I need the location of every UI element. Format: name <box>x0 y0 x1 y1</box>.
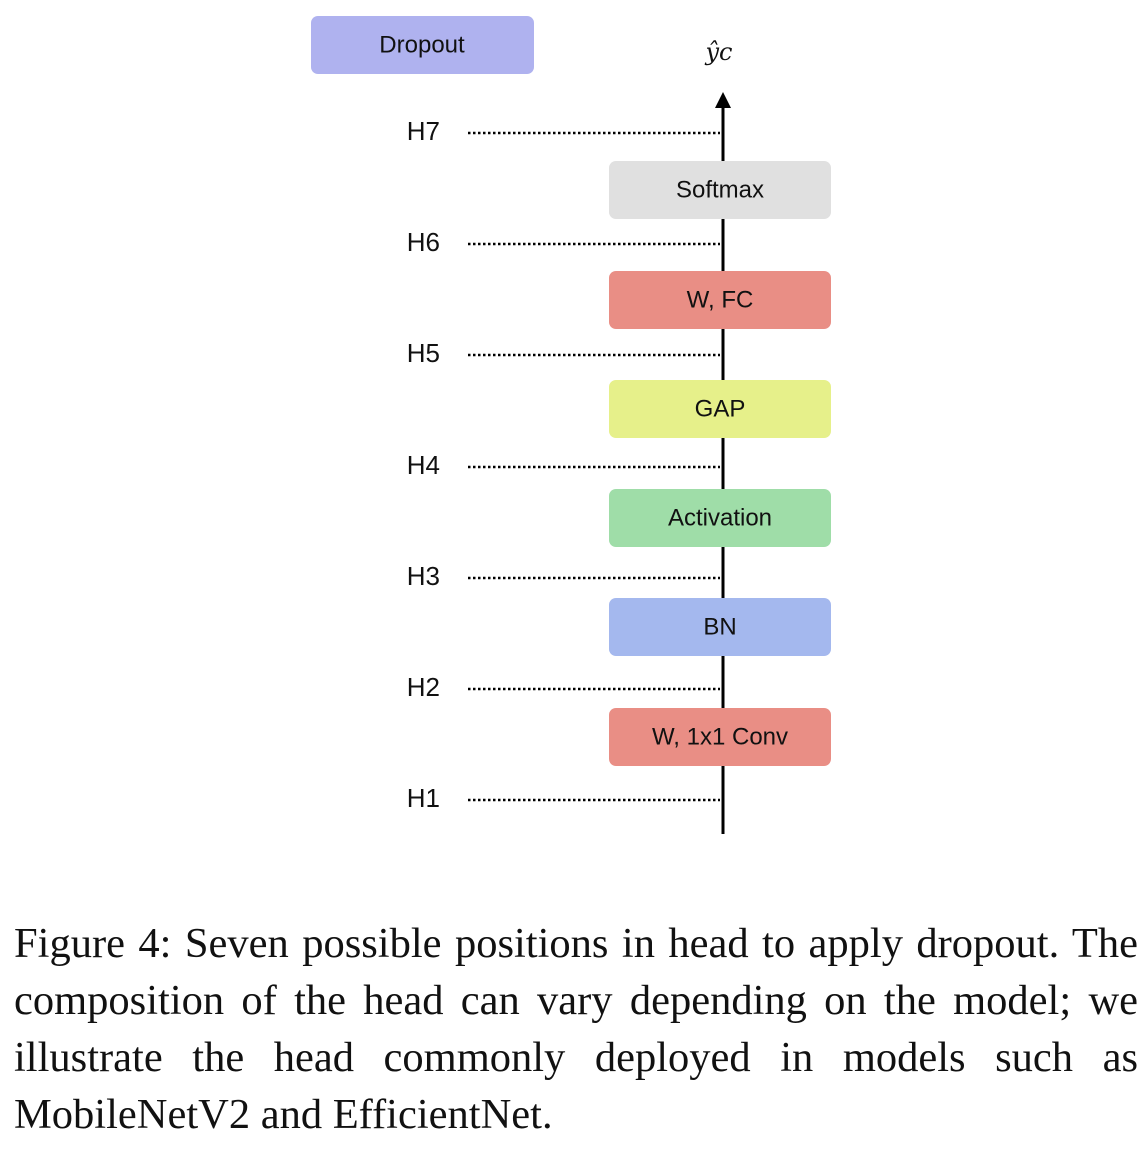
layer-bn-label: BN <box>703 613 736 640</box>
position-h5: H5 <box>407 338 720 368</box>
layer-fc-box <box>609 271 831 329</box>
layer-softmax-box <box>609 161 831 219</box>
layer-activation-box <box>609 489 831 547</box>
layer-conv: W, 1x1 Conv <box>609 708 831 766</box>
position-h3: H3 <box>407 561 720 591</box>
dropout-positions-diagram: Dropout ŷc H7 H6 H5 H4 H3 H2 <box>311 16 831 834</box>
layer-softmax-label: Softmax <box>676 176 764 203</box>
position-label-h2: H2 <box>407 672 440 702</box>
layer-fc-label: W, FC <box>687 286 754 313</box>
position-label-h4: H4 <box>407 450 440 480</box>
layer-conv-box <box>609 708 831 766</box>
layer-gap: GAP <box>609 380 831 438</box>
layer-activation: Activation <box>609 489 831 547</box>
figure-caption: Figure 4: Seven possible positions in he… <box>14 920 1138 1138</box>
dropout-legend: Dropout <box>311 16 534 74</box>
position-h6: H6 <box>407 227 720 257</box>
layer-bn-box <box>609 598 831 656</box>
layer-activation-label: Activation <box>668 504 772 531</box>
position-h1: H1 <box>407 783 720 813</box>
arrowhead-icon <box>715 92 731 108</box>
position-label-h1: H1 <box>407 783 440 813</box>
head-layers: Softmax W, FC GAP Activation BN W, 1x1 C… <box>609 161 831 766</box>
position-h7: H7 <box>407 116 720 146</box>
output-label: ŷc <box>705 38 733 66</box>
layer-fc: W, FC <box>609 271 831 329</box>
position-label-h6: H6 <box>407 227 440 257</box>
position-label-h7: H7 <box>407 116 440 146</box>
layer-gap-box <box>609 380 831 438</box>
dropout-legend-box <box>311 16 534 74</box>
layer-bn: BN <box>609 598 831 656</box>
dropout-positions: H7 H6 H5 H4 H3 H2 H1 <box>407 116 720 813</box>
position-h2: H2 <box>407 672 720 702</box>
layer-softmax: Softmax <box>609 161 831 219</box>
position-label-h3: H3 <box>407 561 440 591</box>
position-label-h5: H5 <box>407 338 440 368</box>
position-h4: H4 <box>407 450 720 480</box>
layer-gap-label: GAP <box>695 395 746 422</box>
layer-conv-label: W, 1x1 Conv <box>652 723 788 750</box>
dropout-legend-label: Dropout <box>379 31 465 58</box>
